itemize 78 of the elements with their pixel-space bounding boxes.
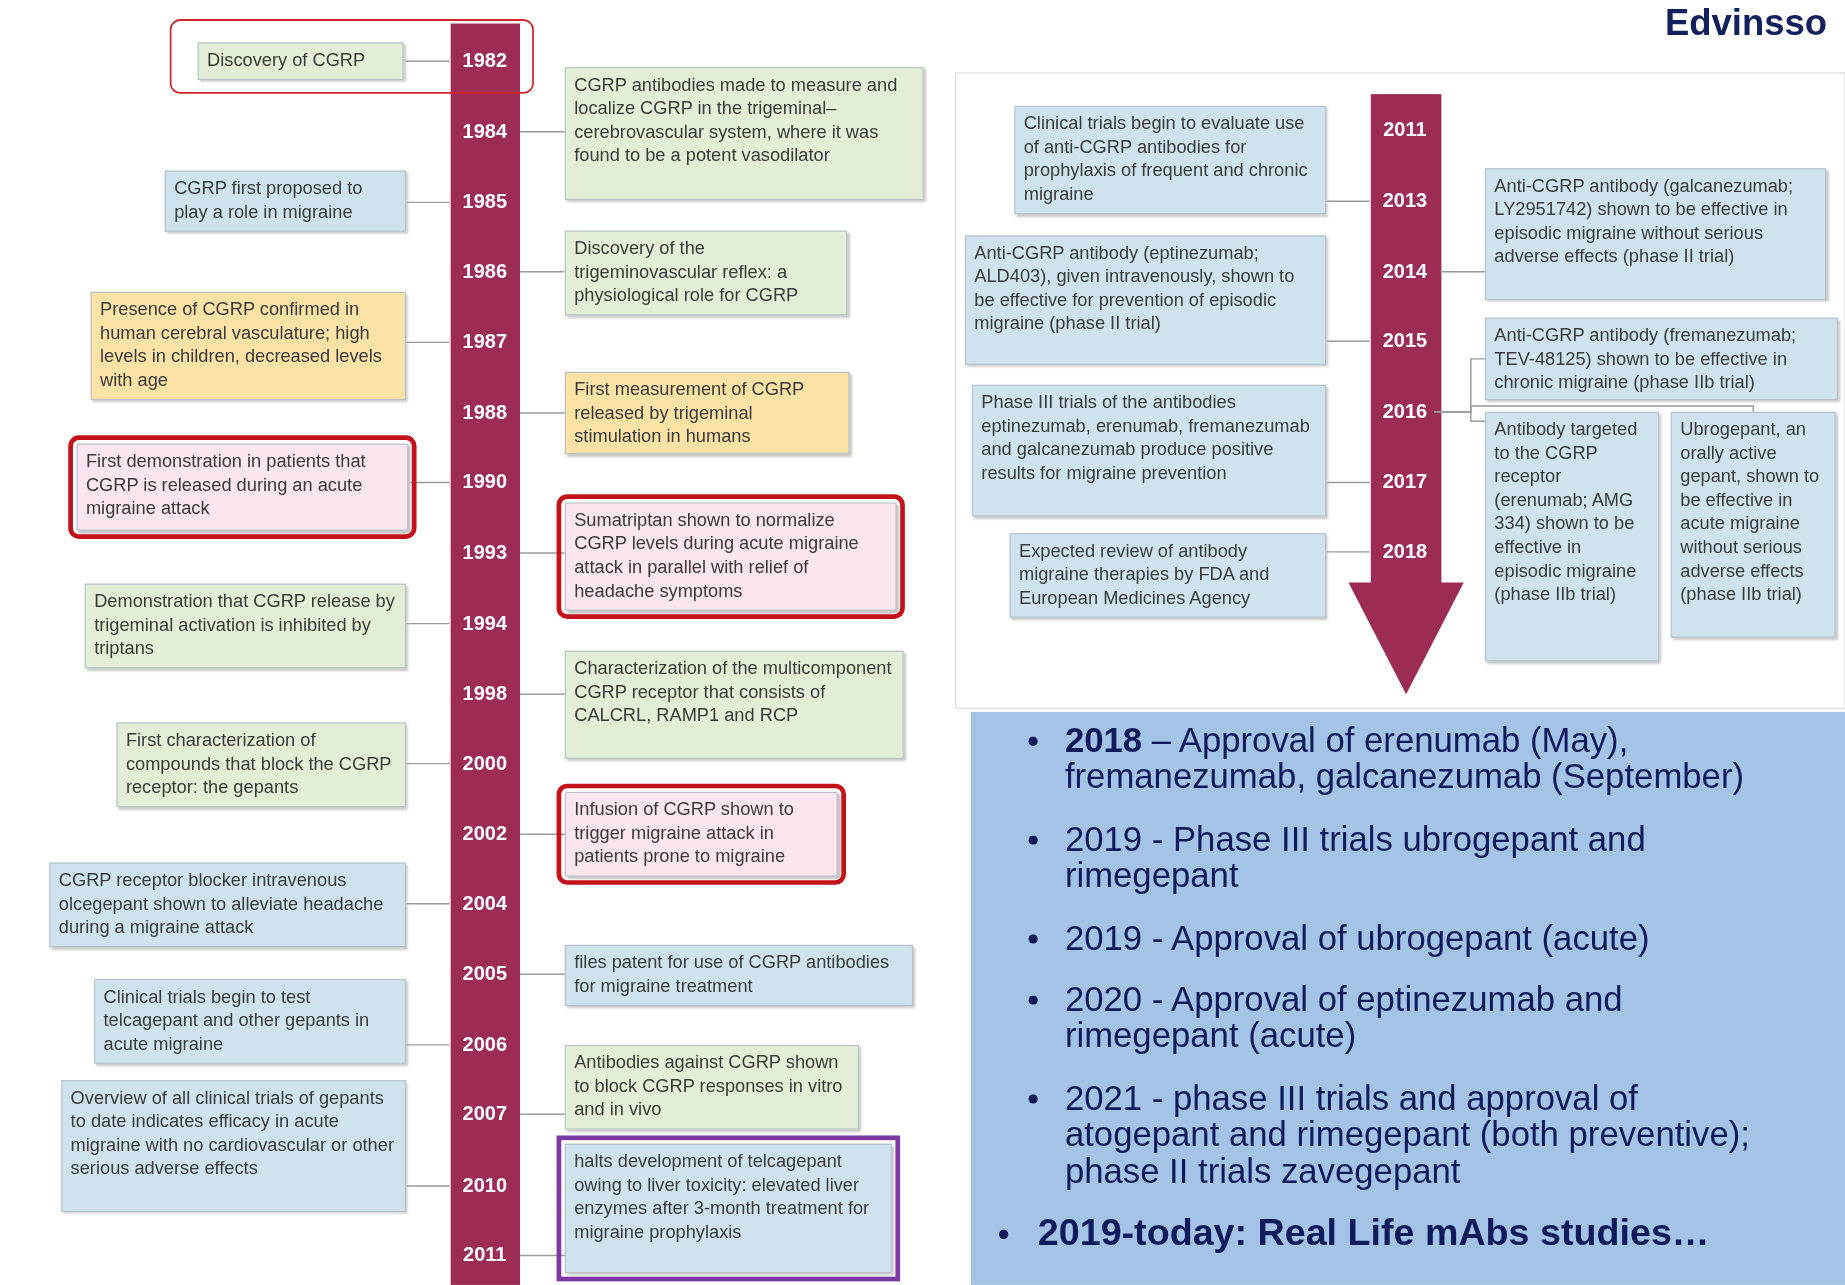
year-label: 2018 — [1375, 540, 1435, 564]
bullet-text: 2019 - Phase III trials ubrogepant and rimegepant — [1064, 820, 1647, 894]
leader-line — [519, 552, 566, 554]
leader-line — [405, 201, 451, 204]
leader-line — [405, 902, 451, 905]
year-label: 2000 — [455, 751, 515, 776]
bullet-text: 2021 - phase III trials and approval of atogepant and rimegepant (both preventive); phase II trials zavegepant — [1064, 1079, 1751, 1189]
event-box: Clinical trials begin to test telcagepant and other gepants in acute migraine — [94, 979, 406, 1064]
event-box: Phase III trials of the antibodies eptinezumab, erenumab, fremanezumab and galcanezumab produce positive results for migraine prevention — [971, 384, 1327, 517]
event-box: Clinical trials begin to evaluate use of anti-CGRP antibodies for prophylaxis of frequent and chronic migraine — [1014, 105, 1327, 215]
leader-line — [519, 1254, 566, 1257]
event-box: CGRP antibodies made to measure and localize CGRP in the trigeminal–cerebrovascular system, where it was found to be a potent vasodilator — [564, 67, 924, 201]
event-box: CGRP receptor blocker intravenous olcegepant shown to alleviate headache during a migraine attack — [49, 862, 406, 948]
leader-line — [405, 762, 451, 765]
year-label: 2011 — [455, 1243, 515, 1268]
event-box: First measurement of CGRP released by trigeminal stimulation in humans — [564, 371, 850, 455]
leader-line — [1433, 405, 1754, 413]
leader-line — [519, 693, 566, 695]
year-label: 2013 — [1375, 189, 1435, 213]
leader-line — [519, 271, 566, 273]
year-label: 2007 — [455, 1102, 515, 1127]
year-label: 2002 — [455, 822, 515, 846]
year-label: 1994 — [455, 611, 515, 636]
leader-line — [1439, 271, 1486, 273]
leader-line — [1325, 481, 1371, 484]
bullet-text: 2019 - Approval of ubrogepant (acute) — [1064, 918, 1651, 956]
leader-line — [1325, 200, 1371, 202]
bullet-text: 2020 - Approval of eptinezumab and rimegepant (acute) — [1064, 980, 1624, 1054]
event-box: Discovery of CGRP — [197, 42, 404, 80]
event-box: Anti-CGRP antibody (eptinezumab; ALD403), given intravenously, shown to be effective for prevention of episodic migraine (phase II trial) — [964, 235, 1327, 365]
leader-line — [405, 341, 451, 344]
event-box: CGRP first proposed to play a role in migraine — [164, 170, 406, 232]
leader-line — [407, 481, 451, 484]
year-label: 1982 — [455, 49, 515, 73]
year-label: 2014 — [1375, 260, 1435, 284]
leader-line — [519, 412, 566, 414]
leader-line — [1325, 551, 1371, 553]
year-label: 1985 — [455, 190, 515, 215]
leader-line — [519, 833, 566, 835]
event-box: Anti-CGRP antibody (fremanezumab; TEV-48125) shown to be effective in chronic migraine (phase IIb trial) — [1484, 317, 1838, 401]
leader-line — [405, 1185, 451, 1187]
year-label: 1986 — [455, 260, 515, 284]
event-box: Expected review of antibody migraine therapies by FDA and European Medicines Agency — [1009, 533, 1327, 618]
bullet-text: 2019-today: Real Life mAbs studies… — [1037, 1214, 1711, 1251]
leader-line — [1325, 340, 1371, 342]
leader-line — [405, 1044, 451, 1046]
leader-line — [519, 973, 566, 975]
event-box: Antibody targeted to the CGRP receptor (erenumab; AMG 334) shown to be effective in episodic migraine (phase IIb trial) — [1484, 411, 1660, 662]
event-box: Overview of all clinical trials of gepants to date indicates efficacy in acute migraine with no cardiovascular or other serious adverse effects — [61, 1080, 406, 1212]
year-label: 2004 — [455, 891, 515, 916]
leader-line — [405, 622, 451, 625]
event-box: Ubrogepant, an orally active gepant, shown to be effective in acute migraine without serious adverse effects (phase IIb trial) — [1670, 411, 1836, 638]
bullet-text: 2018 – Approval of erenumab (May), fremanezumab, galcanezumab (September) — [1064, 721, 1746, 795]
title: Edvinsso — [1664, 2, 1829, 45]
year-label: 2017 — [1375, 470, 1435, 495]
year-label: 1998 — [455, 682, 515, 706]
year-label: 2011 — [1375, 118, 1435, 143]
year-label: 1984 — [455, 120, 515, 144]
year-label: 2006 — [455, 1033, 515, 1057]
leader-line — [519, 131, 566, 133]
year-label: 1988 — [455, 401, 515, 425]
year-label: 2015 — [1375, 329, 1435, 353]
event-box: Demonstration that CGRP release by trigeminal activation is inhibited by triptans — [84, 583, 406, 669]
event-box: files patent for use of CGRP antibodies for migraine treatment — [564, 944, 914, 1007]
year-label: 1993 — [455, 541, 515, 565]
year-label: 2010 — [455, 1174, 515, 1198]
event-box: Anti-CGRP antibody (galcanezumab; LY2951742) shown to be effective in episodic migraine without serious adverse effects (phase II trial) — [1484, 168, 1827, 301]
year-label: 1987 — [455, 330, 515, 355]
event-box: Antibodies against CGRP shown to block CGRP responses in vitro and in vivo — [564, 1044, 859, 1130]
event-box: Characterization of the multicomponent CGRP receptor that consists of CALCRL, RAMP1 and RCP — [564, 650, 904, 759]
event-box: Presence of CGRP confirmed in human cerebral vasculature; high levels in children, decreased levels with age — [90, 291, 406, 401]
year-label: 2005 — [455, 962, 515, 987]
year-label: 2016 — [1375, 400, 1435, 424]
event-box: First characterization of compounds that block the CGRP receptor: the gepants — [116, 722, 406, 808]
leader-line — [519, 1113, 566, 1115]
leader-line — [402, 60, 451, 62]
year-label: 1990 — [455, 470, 515, 495]
event-box: Discovery of the trigeminovascular reflex: a physiological role for CGRP — [564, 230, 848, 316]
